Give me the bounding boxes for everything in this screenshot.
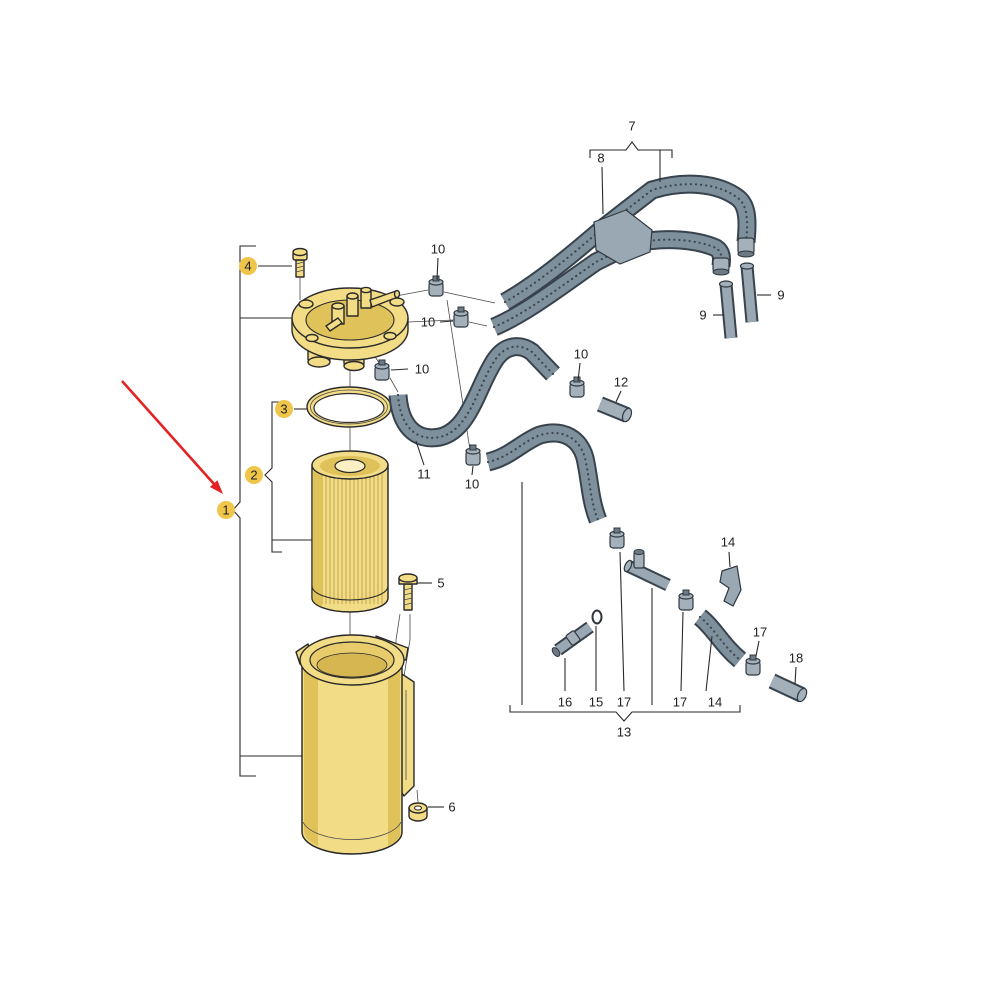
callout-16: 16 [558,695,572,710]
callout-9-left: 9 [699,308,706,323]
hose-clamp-17-a [609,527,625,549]
t-connector [623,549,671,591]
callout-14-bottom: 14 [708,695,722,710]
callout-12: 12 [614,375,628,390]
callout-10-d: 10 [574,347,588,362]
callout-9-right: 9 [777,288,784,303]
pipe-18 [768,673,808,703]
callout-14-top: 14 [721,535,735,550]
hose-clamp-17-b [678,589,694,611]
callout-4: 4 [244,259,251,274]
hose-clamp-10-d [569,376,585,398]
callout-1-badge [217,501,235,519]
hose-junction-8 [593,209,653,265]
hose-clamp-10-b [453,306,469,328]
filter-housing [295,634,415,855]
callout-10-b: 10 [421,315,435,330]
hose-clamp-10-e [465,444,481,466]
callout-6: 6 [448,800,455,815]
callout-1-highlighted: 1 [217,501,235,519]
clip-14 [719,565,742,607]
callout-13: 13 [617,725,631,740]
callout-17-a: 17 [617,695,631,710]
callout-2-badge [245,466,263,484]
callout-1: 1 [222,503,229,518]
bolt-4 [292,247,308,278]
fuel-hose-11 [398,347,553,438]
filter-head-flange [291,286,409,372]
callout-2-highlighted: 2 [245,466,263,484]
hose-clamp-17-c [745,654,761,676]
callout-4-highlighted: 4 [239,257,257,275]
callout-10-e: 10 [465,477,479,492]
callout-15: 15 [589,695,603,710]
callout-11: 11 [417,467,431,482]
o-ring-15 [591,609,603,625]
nut-6 [408,802,428,822]
callout-3: 3 [280,402,287,417]
filter-cartridge-2 [311,450,389,613]
callout-3-badge [275,400,293,418]
red-arrow-icon [121,380,223,494]
tube-9-left [718,280,738,339]
screw-5 [398,573,418,611]
sensor-16 [551,621,594,657]
hose-clamp-10-a [428,275,444,297]
callout-17-right: 17 [753,625,767,640]
callout-4-badge [239,257,257,275]
callout-17-b: 17 [673,695,687,710]
o-ring-3 [306,386,392,428]
fuel-hose-lower [488,433,598,520]
callout-leaders [390,141,797,722]
callout-7: 7 [628,119,635,134]
hose-clamp-10-c [374,359,390,381]
callout-18: 18 [789,651,803,666]
callout-5: 5 [437,576,444,591]
pipe-12 [596,396,633,423]
callout-10-c: 10 [415,362,429,377]
callout-3-highlighted: 3 [275,400,293,418]
hose-end-fitting-a [737,237,755,258]
fuel-hose-14 [700,617,740,660]
bracket-2 [264,401,312,553]
callout-8: 8 [597,151,604,166]
callout-2: 2 [250,468,257,483]
hose-end-fitting-b [712,257,730,276]
callout-10-a: 10 [431,242,445,257]
tube-9-right [739,262,759,323]
